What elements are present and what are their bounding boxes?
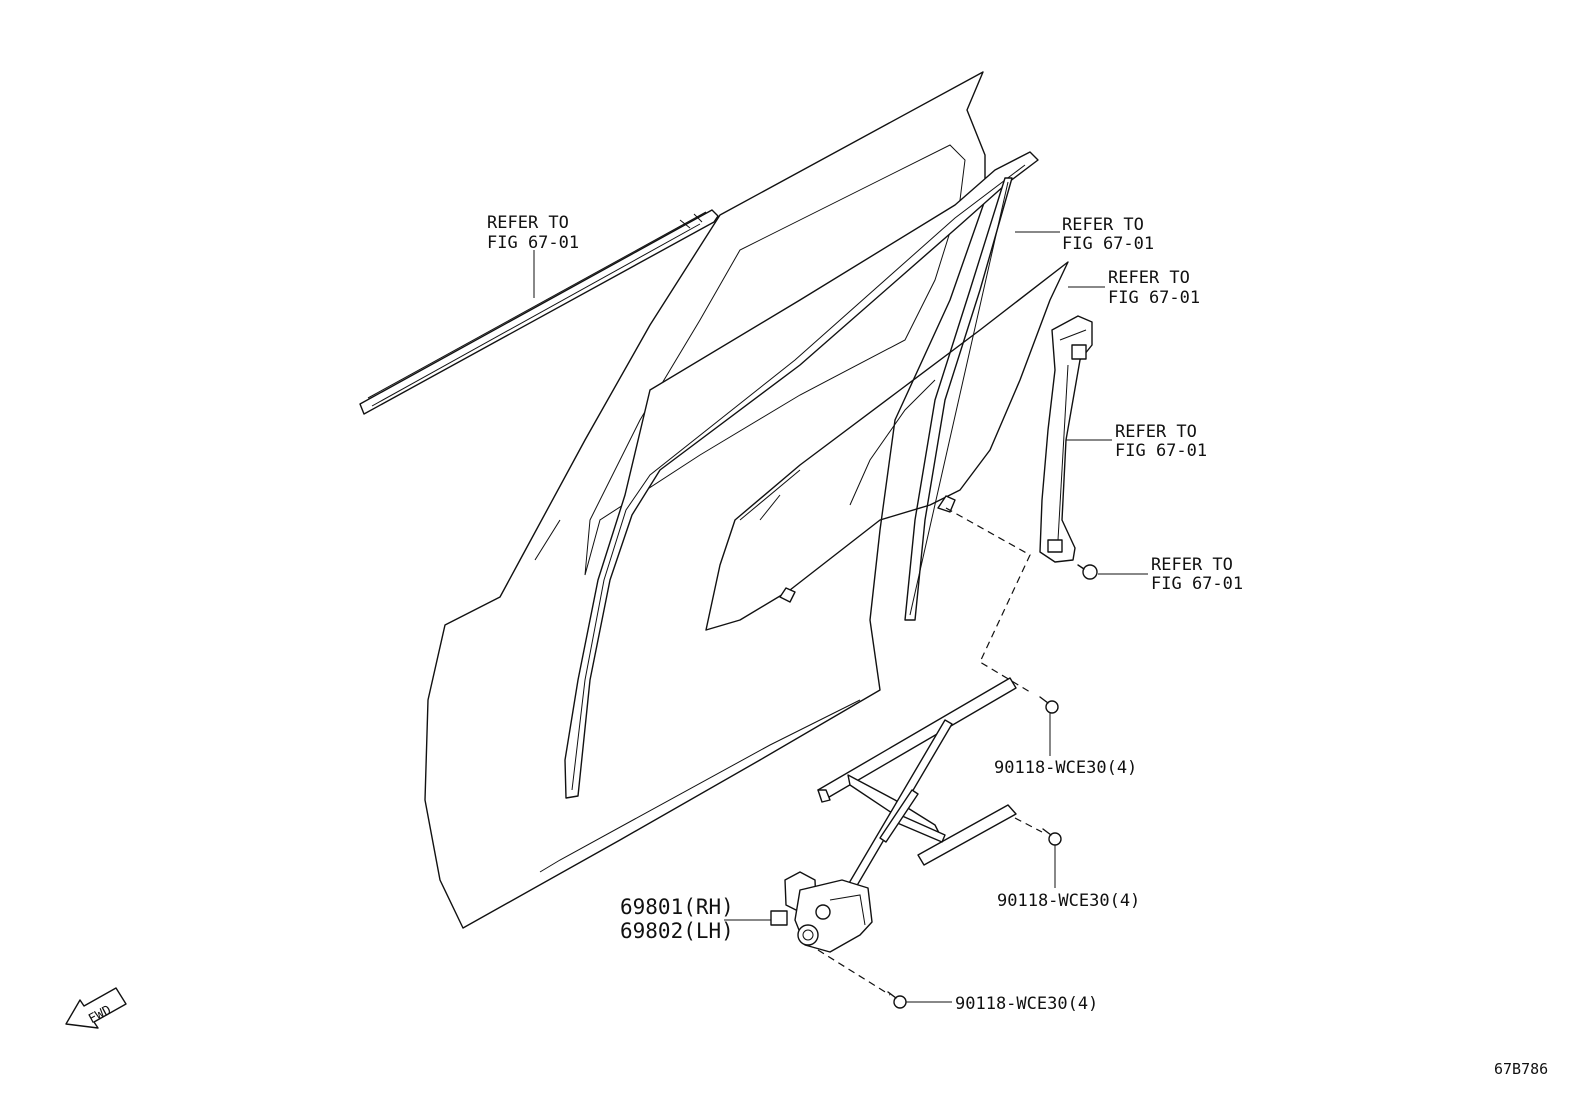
refer-label-line2: FIG 67-01 <box>1115 441 1207 461</box>
bolt-label-lower: 90118-WCE30(4) <box>955 994 1098 1014</box>
bolt-label-middle: 90118-WCE30(4) <box>997 891 1140 911</box>
outer-belt-weatherstrip <box>359 209 719 415</box>
bolt-lower <box>887 991 907 1009</box>
refer-label-line2: FIG 67-01 <box>1062 234 1154 254</box>
regulator-lh-label: 69802(LH) <box>620 919 734 943</box>
window-regulator-assembly <box>770 677 1017 953</box>
figure-code: 67B786 <box>1494 1060 1548 1078</box>
refer-label-line1: REFER TO <box>487 213 569 233</box>
refer-label-line1: REFER TO <box>1115 422 1197 442</box>
bolt-middle <box>1042 828 1062 846</box>
assembly-dashes <box>817 507 1043 996</box>
refer-label-line1: REFER TO <box>1151 555 1233 575</box>
rear-lower-sash-channel <box>1039 315 1093 563</box>
channel-clip <box>1077 564 1098 580</box>
refer-label-line2: FIG 67-01 <box>1151 574 1243 594</box>
bolt-label-upper: 90118-WCE30(4) <box>994 758 1137 778</box>
refer-label-glass: REFER TO FIG 67-01 <box>1108 268 1200 308</box>
refer-label-frame: REFER TO FIG 67-01 <box>1062 215 1154 254</box>
refer-label-line1: REFER TO <box>1108 268 1190 288</box>
fwd-arrow-icon: FWD <box>65 987 127 1029</box>
glass-run-channel <box>564 151 1039 799</box>
leader-lines <box>533 231 1148 1003</box>
refer-label-line2: FIG 67-01 <box>1108 288 1200 308</box>
refer-label-channel: REFER TO FIG 67-01 <box>1115 422 1207 461</box>
refer-label-line2: FIG 67-01 <box>487 233 579 253</box>
refer-label-line1: REFER TO <box>1062 215 1144 235</box>
regulator-rh-label: 69801(RH) <box>620 895 734 919</box>
door-glass <box>705 261 1069 631</box>
refer-label-belt: REFER TO FIG 67-01 <box>487 213 579 253</box>
refer-label-clip: REFER TO FIG 67-01 <box>1151 555 1243 594</box>
bolt-upper <box>1039 696 1059 714</box>
